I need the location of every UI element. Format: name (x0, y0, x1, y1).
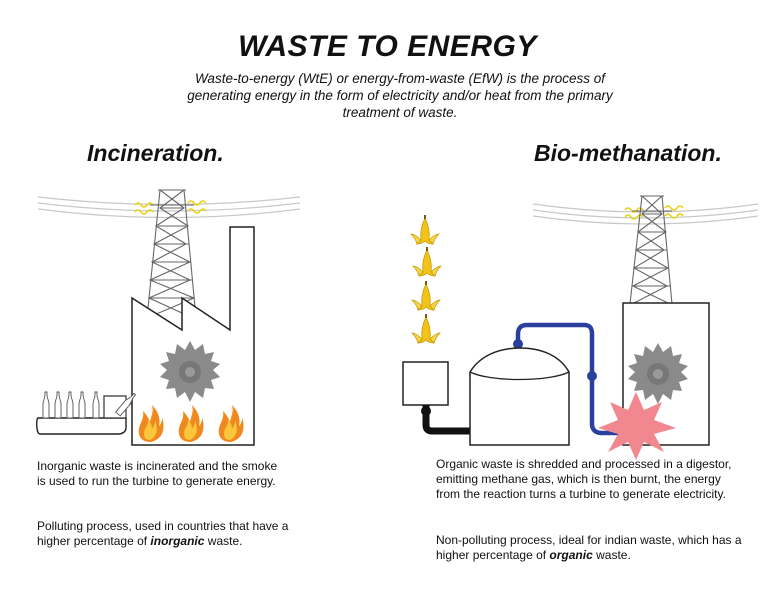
shredder (402, 361, 449, 406)
banana-peel-icon (410, 214, 442, 344)
biomethanation-diagram (402, 195, 759, 460)
incineration-impact-tail: waste. (204, 534, 243, 548)
incineration-impact-text: Polluting process, used in countries tha… (37, 519, 289, 548)
biomethanation-description: Organic waste is shredded and processed … (436, 457, 732, 501)
biomethanation-impact-tail: waste. (592, 548, 631, 562)
biomethanation-impact-text: Non-polluting process, ideal for indian … (436, 533, 742, 562)
power-lines (532, 203, 759, 225)
biomethanation-impact-emphasis: organic (549, 548, 593, 562)
burst-icon (598, 392, 676, 460)
page-title: WASTE TO ENERGY (238, 30, 537, 63)
pipe-joint (421, 406, 431, 416)
transmission-tower-icon (146, 189, 197, 319)
transmission-tower-icon (629, 195, 673, 305)
methane-pipe (515, 322, 631, 436)
conveyor-belt (35, 395, 132, 435)
page-subtitle: Waste-to-energy (WtE) or energy-from-was… (187, 71, 613, 120)
shredder-pipe (422, 405, 470, 435)
incineration-description: Inorganic waste is incinerated and the s… (37, 459, 278, 488)
factory-building (131, 226, 255, 446)
biomethanation-impact: Non-polluting process, ideal for indian … (436, 533, 771, 563)
pipe-valve (513, 339, 523, 349)
incineration-impact: Polluting process, used in countries tha… (37, 519, 317, 549)
incineration-impact-emphasis: inorganic (150, 534, 205, 548)
biomethanation-heading: Bio-methanation. (534, 140, 722, 166)
digester-tank (469, 347, 570, 446)
incineration-diagram (35, 189, 301, 446)
incineration-heading: Incineration. (87, 140, 224, 166)
pipe-valve (587, 371, 597, 381)
